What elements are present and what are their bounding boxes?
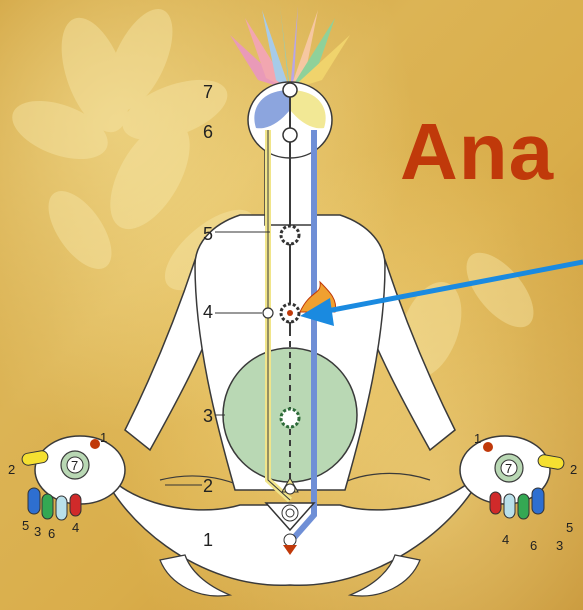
sun-chakra-icon <box>281 226 299 244</box>
right-hand-center: 7 <box>505 461 512 476</box>
spiral-icon <box>282 505 298 521</box>
page-title: Ana <box>400 112 554 192</box>
level-1: 1 <box>203 530 213 550</box>
left-hand <box>21 436 125 520</box>
left-finger-4: 4 <box>72 520 79 535</box>
right-finger-1: 1 <box>474 431 481 446</box>
level-6: 6 <box>203 122 213 142</box>
right-finger-3: 3 <box>556 538 563 553</box>
lotus-crown-icon <box>230 6 350 90</box>
left-finger-6: 6 <box>48 526 55 541</box>
level-7: 7 <box>203 82 213 102</box>
chakra-7 <box>283 83 297 97</box>
left-finger-3: 3 <box>34 524 41 539</box>
left-finger-2: 2 <box>8 462 15 477</box>
right-finger-5: 5 <box>566 520 573 535</box>
level-2: 2 <box>203 476 213 496</box>
level-4: 4 <box>203 302 213 322</box>
sun-chakra-icon <box>281 409 299 427</box>
level-3: 3 <box>203 406 213 426</box>
left-finger-5: 5 <box>22 518 29 533</box>
right-finger-6: 6 <box>530 538 537 553</box>
left-finger-1: 1 <box>100 430 107 445</box>
chakra-6 <box>283 128 297 142</box>
right-finger-4: 4 <box>502 532 509 547</box>
level-5: 5 <box>203 224 213 244</box>
right-hand <box>460 436 565 519</box>
left-hand-center: 7 <box>71 458 78 473</box>
right-finger-2: 2 <box>570 462 577 477</box>
